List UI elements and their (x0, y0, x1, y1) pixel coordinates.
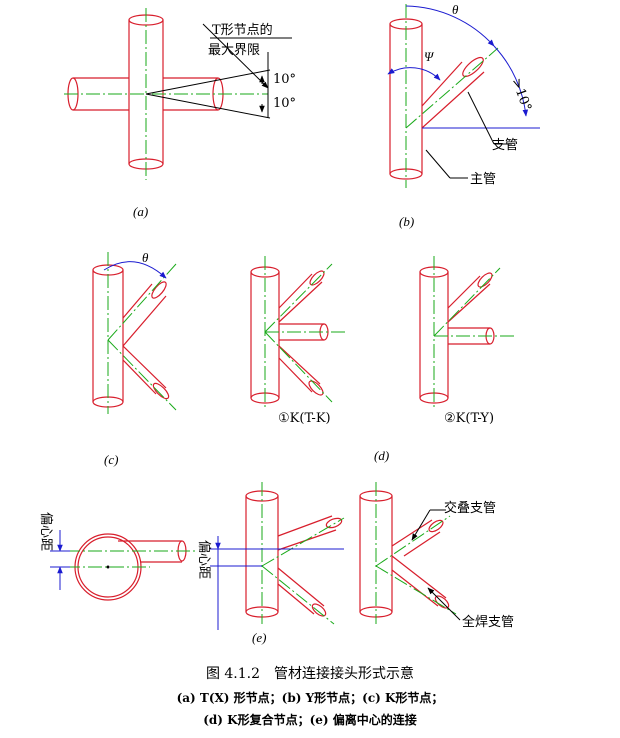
panel-c-k-joint: θ (c) (92, 250, 177, 467)
figure-caption-line2: (d) K形复合节点；(e) 偏离中心的连接 (203, 712, 417, 727)
limit-label-line1: T形节点的 (212, 22, 273, 38)
ecc-label-1: 偏心距 (38, 512, 53, 551)
chord-tube-vertical (128, 8, 164, 180)
full-weld-branch-label: 全焊支管 (462, 614, 514, 630)
overlap-branch-label: 交叠支管 (444, 500, 496, 516)
panel-e2: 偏心距 (196, 482, 345, 630)
limit-lines (145, 23, 292, 119)
panel-d2: ②K(T-Y) (419, 256, 514, 426)
panel-a-t-joint: T形节点的 最大界限 10° 10° (a) (64, 8, 296, 219)
panel-e3: 交叠支管 全焊支管 (359, 482, 514, 630)
branch-label: 支管 (492, 138, 518, 153)
panel-b-y-joint: θ Ψ >10° 支管 主管 (b) (387, 2, 540, 229)
angle-label-bottom: 10° (273, 96, 296, 111)
panel-label-d: (d) (374, 448, 389, 463)
panel-label-b: (b) (399, 214, 414, 229)
panel-label-a: (a) (133, 204, 148, 219)
figure-caption-line1: (a) T(X) 形节点；(b) Y形节点；(c) K形节点； (177, 690, 444, 705)
chord-label: 主管 (470, 172, 496, 187)
limit-label-line2: 最大界限 (208, 43, 260, 58)
angle-label-top: 10° (273, 72, 296, 87)
angle-dimensions (387, 5, 540, 129)
branch-tube (405, 47, 499, 129)
panel-label-e: (e) (252, 630, 266, 645)
panel-d1: ①K(T-K) (250, 256, 348, 426)
d-sub-label-2: ②K(T-Y) (444, 411, 494, 426)
branch-tube-right (64, 77, 268, 111)
gt10-label: >10° (508, 76, 534, 113)
theta-label: θ (452, 2, 459, 17)
psi-label: Ψ (424, 49, 435, 64)
panel-label-c: (c) (104, 452, 118, 467)
theta-label-c: θ (142, 250, 149, 265)
chord-tube (389, 4, 423, 188)
figure-caption-title: 图 4.1.2 管材连接接头形式示意 (206, 665, 414, 682)
ecc-label-2: 偏心距 (196, 540, 211, 579)
panel-e1-cross-section: 偏心距 (38, 512, 196, 601)
d-sub-label-1: ①K(T-K) (278, 411, 331, 426)
